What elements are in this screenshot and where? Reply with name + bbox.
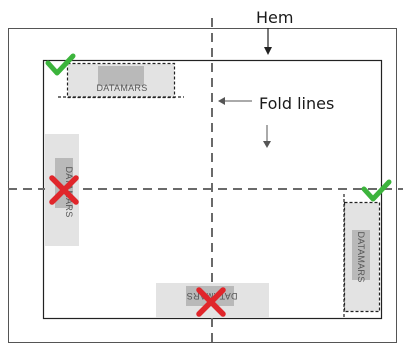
tag-top-left: DATAMARS <box>58 62 184 99</box>
fold-arrow-left-head <box>218 97 225 105</box>
check-mark-icon <box>361 179 392 202</box>
tag-stitch-outline <box>343 201 381 313</box>
fold-arrow-down-head <box>263 141 271 148</box>
hem-arrow-head <box>264 47 272 55</box>
hem-label: Hem <box>256 8 293 27</box>
tag-brand-text: DATAMARS <box>356 231 366 282</box>
fold-lines-label: Fold lines <box>259 94 334 113</box>
tag-brand-text: DATAMARS <box>96 83 147 93</box>
tag-right-edge: DATAMARS <box>343 194 381 318</box>
cross-mark-icon <box>49 175 79 205</box>
garment-outer-frame <box>8 28 397 343</box>
check-mark-icon <box>45 53 76 76</box>
tag-stitch-outline <box>66 62 176 99</box>
tag-center-band <box>98 66 144 86</box>
tag-brand-text: DATAMARS <box>186 291 237 301</box>
cross-mark-icon <box>196 287 226 317</box>
tag-center-band <box>352 230 370 280</box>
